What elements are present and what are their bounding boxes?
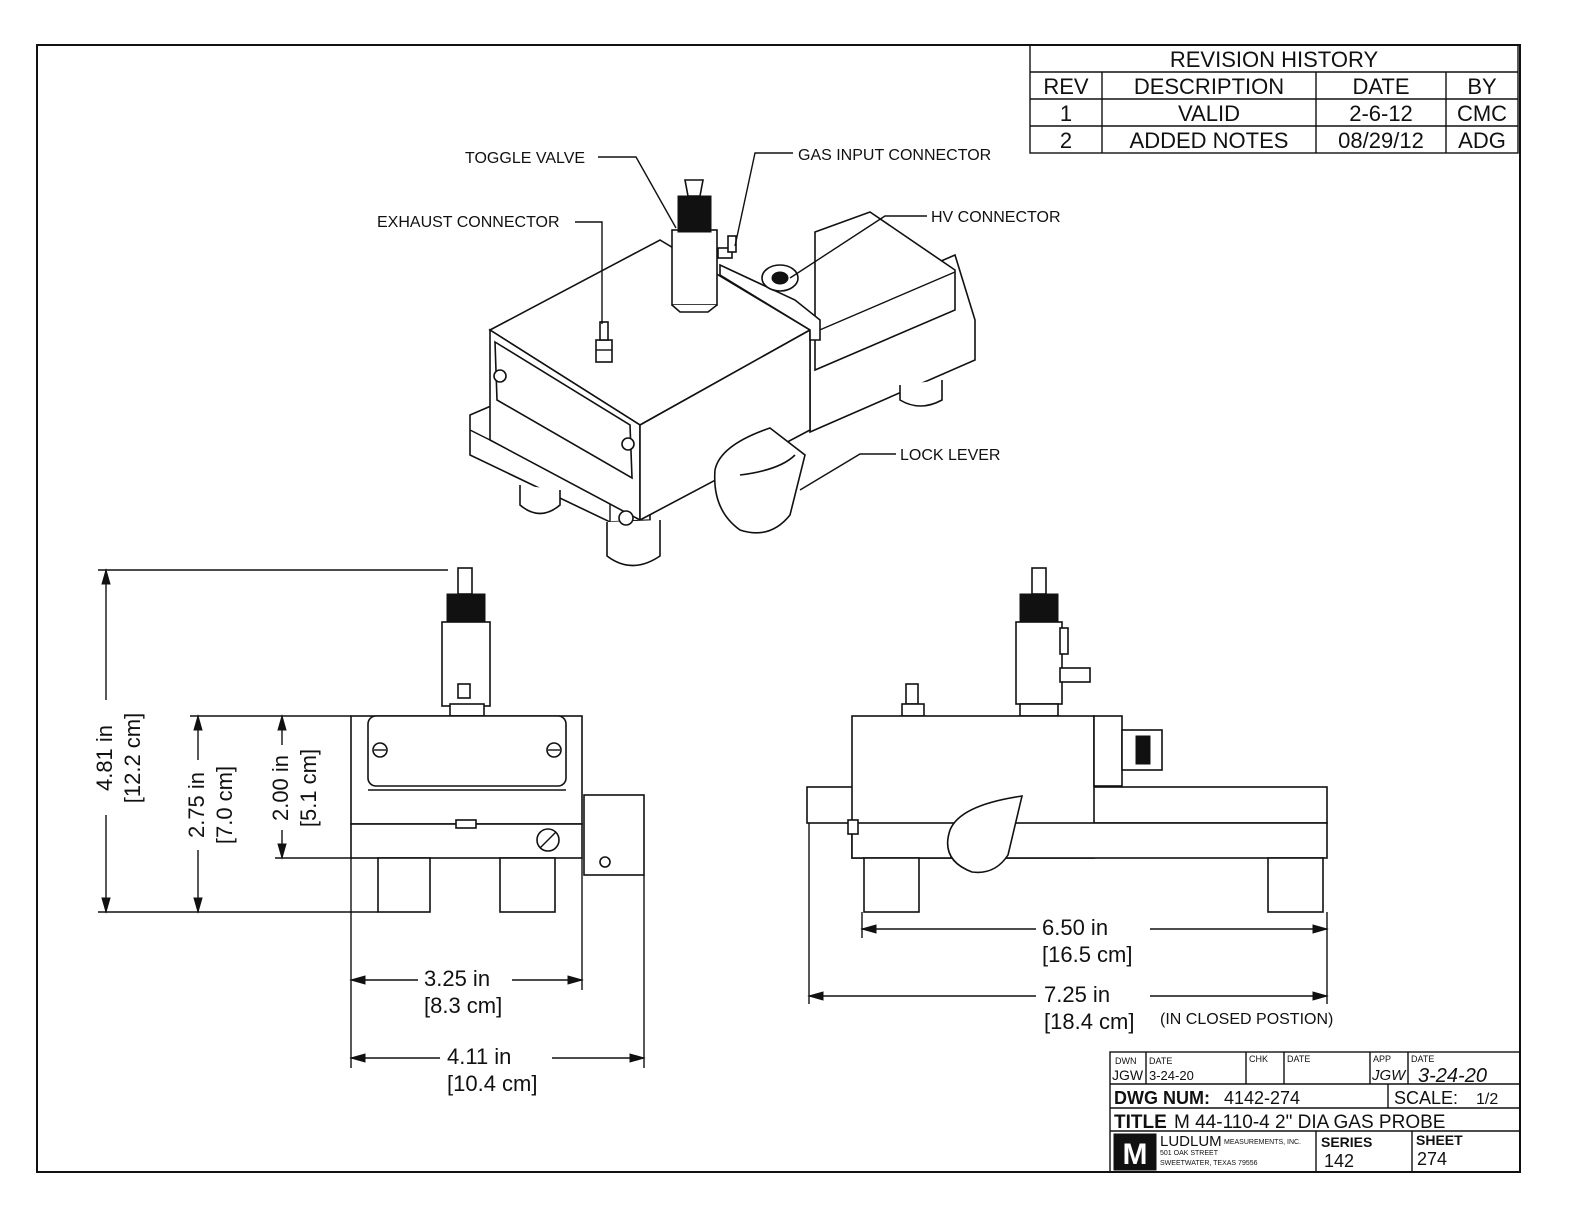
body-height-in: 2.75 in [184,772,209,838]
scale-label: SCALE: [1394,1088,1458,1108]
rev-cell: 2 [1060,128,1072,153]
sheet-value: 274 [1417,1149,1447,1169]
dwn-date-label: DATE [1149,1056,1172,1066]
rev-cell: 1 [1060,101,1072,126]
date-header: DATE [1352,74,1409,99]
side-view [806,567,1328,913]
lock-lever-label: LOCK LEVER [900,447,1000,464]
body-height-dimension: 2.75 in [7.0 cm] [184,766,237,844]
dwn-label: DWN [1115,1056,1137,1066]
title-block: DWN JGW DATE 3-24-20 CHK DATE APP JGW DA… [1109,1051,1521,1173]
title-label: TITLE [1114,1112,1167,1133]
closed-position-note: (IN CLOSED POSTION) [1160,1011,1333,1028]
by-header: BY [1467,74,1497,99]
by-cell: CMC [1457,101,1507,126]
total-height-in: 4.81 in [92,725,117,791]
ludlum-logo [1113,1133,1157,1171]
total-height-cm: [12.2 cm] [120,713,145,803]
ludlum-logo-letter: M [1123,1138,1148,1171]
front-width-in: 3.25 in [424,966,490,991]
description-header: DESCRIPTION [1134,74,1284,99]
front-overall-in: 4.11 in [447,1044,511,1069]
total-height-dimension: 4.81 in [12.2 cm] [92,713,145,803]
side-overall-in: 7.25 in [1044,982,1110,1007]
side-length-in: 6.50 in [1042,915,1108,940]
front-width-cm: [8.3 cm] [424,993,502,1018]
address-line-1: 501 OAK STREET [1160,1150,1219,1157]
side-length-cm: [16.5 cm] [1042,942,1132,967]
face-height-in: 2.00 in [268,755,293,821]
app-date-value: 3-24-20 [1418,1065,1487,1087]
dimension-lines [98,568,1329,1068]
app-date-label: DATE [1411,1054,1434,1064]
front-overall-cm: [10.4 cm] [447,1071,537,1096]
gas-input-connector-label: GAS INPUT CONNECTOR [798,147,991,164]
exhaust-connector-label: EXHAUST CONNECTOR [377,214,560,231]
front-view [350,567,645,913]
face-height-dimension: 2.00 in [5.1 cm] [268,749,321,827]
scale-value: 1/2 [1476,1091,1498,1108]
chk-label: CHK [1249,1054,1268,1064]
dwg-num-label: DWG NUM: [1114,1088,1210,1108]
series-label: SERIES [1321,1134,1372,1150]
callout-leaders [575,152,927,491]
revision-history-title: REVISION HISTORY [1170,47,1379,72]
dwn-value: JGW [1112,1067,1144,1083]
description-cell: ADDED NOTES [1130,128,1289,153]
face-height-cm: [5.1 cm] [296,749,321,827]
body-height-cm: [7.0 cm] [212,766,237,844]
date-cell: 2-6-12 [1349,101,1413,126]
company-name: LUDLUM [1160,1133,1222,1150]
app-label: APP [1373,1054,1391,1064]
dwn-date-value: 3-24-20 [1149,1068,1194,1083]
toggle-valve-label: TOGGLE VALVE [465,150,585,167]
rev-header: REV [1043,74,1089,99]
address-line-2: SWEETWATER, TEXAS 79556 [1160,1160,1258,1167]
series-value: 142 [1324,1151,1354,1171]
dwg-num-value: 4142-274 [1224,1088,1300,1108]
chk-date-label: DATE [1287,1054,1310,1064]
company-suffix: MEASUREMENTS, INC. [1224,1139,1301,1146]
app-initials: JGW [1371,1067,1407,1084]
revision-history-table: REVISION HISTORY REV DESCRIPTION DATE BY… [1029,44,1519,154]
date-cell: 08/29/12 [1338,128,1424,153]
side-overall-cm: [18.4 cm] [1044,1009,1134,1034]
description-cell: VALID [1178,101,1240,126]
isometric-view [469,179,976,567]
sheet-label: SHEET [1416,1132,1463,1148]
by-cell: ADG [1458,128,1506,153]
sheet-border [36,44,1521,1173]
drawing-title: M 44-110-4 2" DIA GAS PROBE [1174,1112,1445,1133]
hv-connector-label: HV CONNECTOR [931,209,1061,226]
